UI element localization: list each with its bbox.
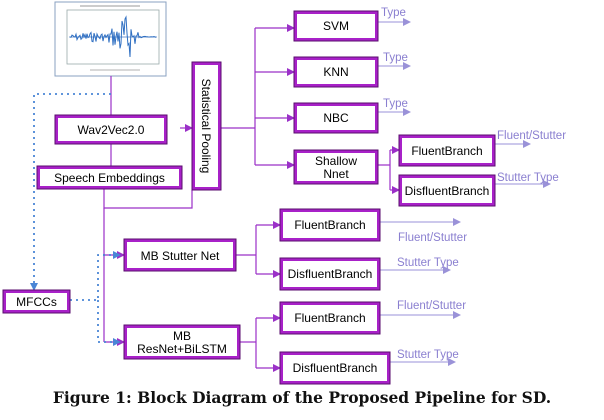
speech-embeddings-box: Speech Embeddings	[36, 165, 183, 190]
svm-label: SVM	[323, 19, 349, 33]
output-arrows	[378, 18, 551, 366]
fluent-output-3: Fluent/Stutter	[397, 300, 466, 312]
output-labels: Type Type Type Fluent/Stutter Stutter Ty…	[381, 7, 566, 361]
mfcc-dotted-paths	[30, 93, 121, 346]
waveform-image	[54, 1, 167, 77]
disfluent-branch-box-1: DisfluentBranch	[398, 174, 496, 207]
fluent-output-1: Fluent/Stutter	[497, 130, 566, 142]
mb-resnet-bilstm-box: MB ResNet+BiLSTM	[123, 324, 241, 360]
mfccs-label: MFCCs	[16, 295, 57, 309]
waveform-signal	[69, 15, 157, 58]
shallow-nnet-label-line1: Shallow	[315, 154, 357, 168]
fluent-branch-label: FluentBranch	[411, 144, 482, 158]
mb-stutter-net-label: MB Stutter Net	[141, 249, 220, 263]
fluent-branch-box-1: FluentBranch	[398, 134, 496, 167]
wav2vec-box: Wav2Vec2.0	[54, 114, 168, 145]
nbc-label: NBC	[323, 111, 349, 125]
disfluent-branch-box-3: DisfluentBranch	[279, 351, 391, 385]
knn-box: KNN	[293, 56, 379, 88]
fluent-output-2: Fluent/Stutter	[398, 232, 467, 244]
fluent-branch-label: FluentBranch	[294, 311, 365, 325]
stutter-type-output-3: Stutter Type	[397, 349, 459, 361]
speech-embeddings-label: Speech Embeddings	[54, 171, 165, 185]
stutter-type-output-2: Stutter Type	[397, 257, 459, 269]
mb-resnet-bilstm-label-line2: ResNet+BiLSTM	[137, 342, 227, 356]
stutter-type-output-1: Stutter Type	[497, 172, 559, 184]
disfluent-branch-box-2: DisfluentBranch	[279, 257, 381, 291]
svm-box: SVM	[293, 10, 379, 42]
statistical-pooling-label: Statistical Pooling	[199, 79, 213, 174]
shallow-nnet-label-line2: Nnet	[323, 167, 349, 181]
mb-resnet-bilstm-label-line1: MB	[173, 329, 191, 343]
fluent-branch-box-2: FluentBranch	[279, 208, 381, 242]
mb-stutter-net-box: MB Stutter Net	[123, 238, 237, 272]
mfccs-box: MFCCs	[2, 289, 71, 314]
knn-label: KNN	[323, 65, 348, 79]
knn-output-type: Type	[383, 52, 408, 64]
nbc-box: NBC	[293, 102, 379, 134]
nbc-output-type: Type	[383, 98, 408, 110]
fluent-branch-label: FluentBranch	[294, 218, 365, 232]
shallow-nnet-box: Shallow Nnet	[293, 149, 379, 185]
figure-caption: Figure 1: Block Diagram of the Proposed …	[52, 388, 552, 407]
statistical-pooling-box: Statistical Pooling	[191, 61, 222, 191]
fluent-branch-box-3: FluentBranch	[279, 301, 381, 335]
disfluent-branch-label: DisfluentBranch	[293, 361, 378, 375]
disfluent-branch-label: DisfluentBranch	[405, 184, 490, 198]
wav2vec-label: Wav2Vec2.0	[78, 123, 145, 137]
svm-output-type: Type	[381, 7, 406, 19]
disfluent-branch-label: DisfluentBranch	[288, 267, 373, 281]
